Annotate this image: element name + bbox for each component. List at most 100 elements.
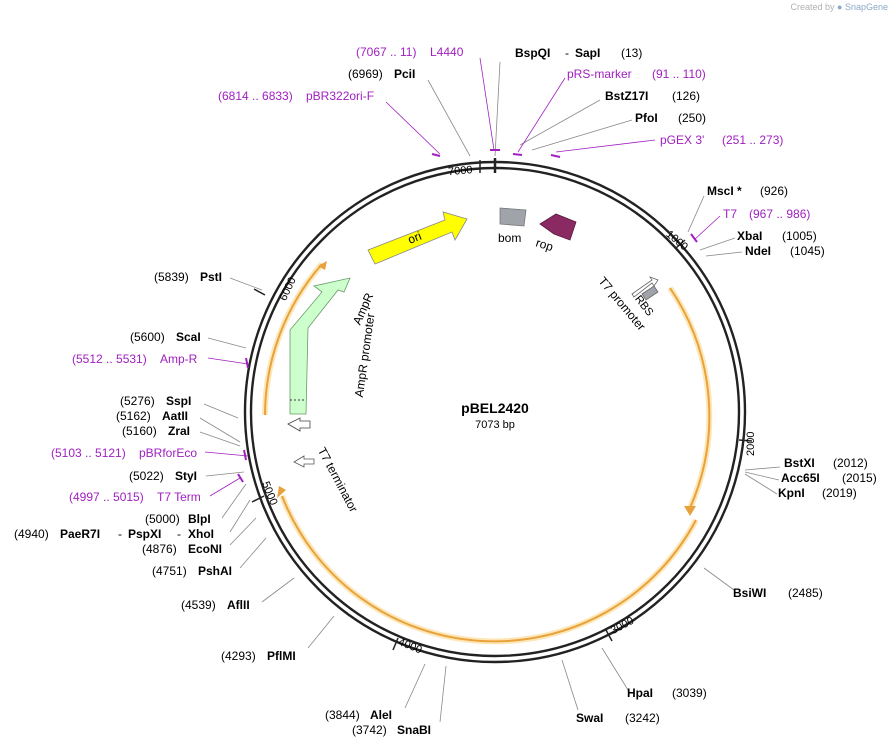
t7-leader [693,215,721,241]
sspi-leader [203,403,239,419]
alei-position: (3844) [325,708,360,722]
t7-terminator-feature: T7 terminator [293,445,361,515]
alei-leader [404,663,426,709]
xbai-position: (1005) [782,229,817,243]
xbai-name: XbaI [737,229,762,243]
prs-range: (91 .. 110) [652,67,706,81]
plasmid-name: pBEL2420 [461,400,529,416]
prs-mark [512,153,523,156]
prs-leader [517,77,566,153]
pbrforeco-range: (5103 .. 5121) [51,446,126,460]
backbone [243,158,747,664]
site-pfoi: PfoI (250) [635,111,706,125]
t7-name: T7 [723,207,737,221]
tick-mark-1000 [675,239,686,249]
site-bstxi: BstXI (2012) [784,456,868,470]
kpni-leader [744,473,778,495]
orf-arc-3-arrowhead [318,261,327,270]
t7term-range: (4997 .. 5015) [69,490,144,504]
pspxi-name: PspXI [128,527,161,541]
ndei-leader [705,251,743,257]
zrai-name: ZraI [168,424,190,438]
sspi-name: SspI [166,394,191,408]
site-sspi: (5276) SspI [120,394,191,408]
primer-pgex: pGEX 3' (251 .. 273) [660,133,783,147]
pshai-name: PshAI [198,564,232,578]
primer-pbrforeco: (5103 .. 5121) pBRforEco [51,446,197,460]
paer7i-position: (4940) [14,527,49,541]
site-pflmi: (4293) PflMI [221,649,296,663]
zrai-leader [199,431,241,447]
primer-t7: T7 (967 .. 986) [723,207,810,221]
bspqi-name: BspQI [515,46,550,60]
paer7i-sep: - [118,527,122,541]
econi-name: EcoNI [188,542,222,556]
bsiwi-position: (2485) [788,586,823,600]
aatii-leader [199,417,241,443]
watermark-brand: SnapGene [844,2,888,12]
pcii-name: PciI [394,67,415,81]
rop-label: rop [534,235,555,254]
blpi-leader [221,483,247,519]
ori-arrow [367,211,468,265]
swai-name: SwaI [576,711,603,725]
t7-range: (967 .. 986) [749,207,810,221]
site-kpni: KpnI (2019) [778,486,857,500]
hpai-name: HpaI [627,686,653,700]
pflmi-name: PflMI [267,649,296,663]
tick-mark-6000 [253,288,266,296]
scai-name: ScaI [176,330,201,344]
styi-leader [205,471,245,477]
scai-position: (5600) [130,330,165,344]
site-aflii: (4539) AflII [181,598,250,612]
tick-label-7000: 7000 [448,164,473,178]
pshai-leader [239,537,267,569]
site-paer7i: (4940) PaeR7I - PspXI - XhoI [14,527,214,541]
aatii-position: (5162) [116,409,151,423]
t7-terminator-arrow [293,455,315,468]
snabi-position: (3742) [352,723,387,737]
pbrforeco-name: pBRforEco [139,446,197,460]
l4440-leader [479,57,495,151]
hpai-position: (3039) [672,686,707,700]
pbr322-leader [385,101,441,155]
ndei-position: (1045) [790,244,825,258]
watermark-prefix: Created by [790,2,835,12]
site-bstz17i: BstZ17I (126) [605,89,700,103]
site-snabi: (3742) SnaBI [352,723,431,737]
ampr-promoter-arrow [287,417,311,432]
pgex-mark [550,154,561,158]
ampr-arrow [289,277,351,415]
pbrforeco-mark [243,449,247,461]
aflii-position: (4539) [181,598,216,612]
econi-leader [229,517,257,546]
bstxi-position: (2012) [833,456,868,470]
ampr-primer-name: Amp-R [160,352,198,366]
plasmid-center-label: pBEL2420 7073 bp [461,400,529,431]
rop-feature: rop [534,213,577,254]
ori-label: ori [406,229,424,247]
acc65i-leader [744,471,780,481]
snabi-name: SnaBI [397,723,431,737]
orf-arcs [262,261,713,645]
t7term-leader [209,477,241,497]
primer-t7term: (4997 .. 5015) T7 Term [69,490,201,504]
pbr322-name: pBR322ori-F [306,89,374,103]
site-swai: SwaI (3242) [576,711,660,725]
bspqi-leader [494,61,501,157]
pspxi-sep: - [177,527,181,541]
rbs-box [641,285,659,301]
t7-promoter-arrow [631,276,659,298]
rop-arrow [539,213,577,241]
pgex-leader [555,139,656,153]
primer-ampr: (5512 .. 5531) Amp-R [72,352,198,366]
orf-arc-2 [281,495,697,643]
paer7i-name: PaeR7I [60,527,100,541]
aatii-name: AatII [162,409,188,423]
msci-position: (926) [760,184,788,198]
bom-feature: bom [498,207,527,245]
site-scai: (5600) ScaI [130,330,201,344]
ampr-primer-leader [207,357,249,365]
ampr-feature: AmpR AmpR promoter [287,277,378,432]
